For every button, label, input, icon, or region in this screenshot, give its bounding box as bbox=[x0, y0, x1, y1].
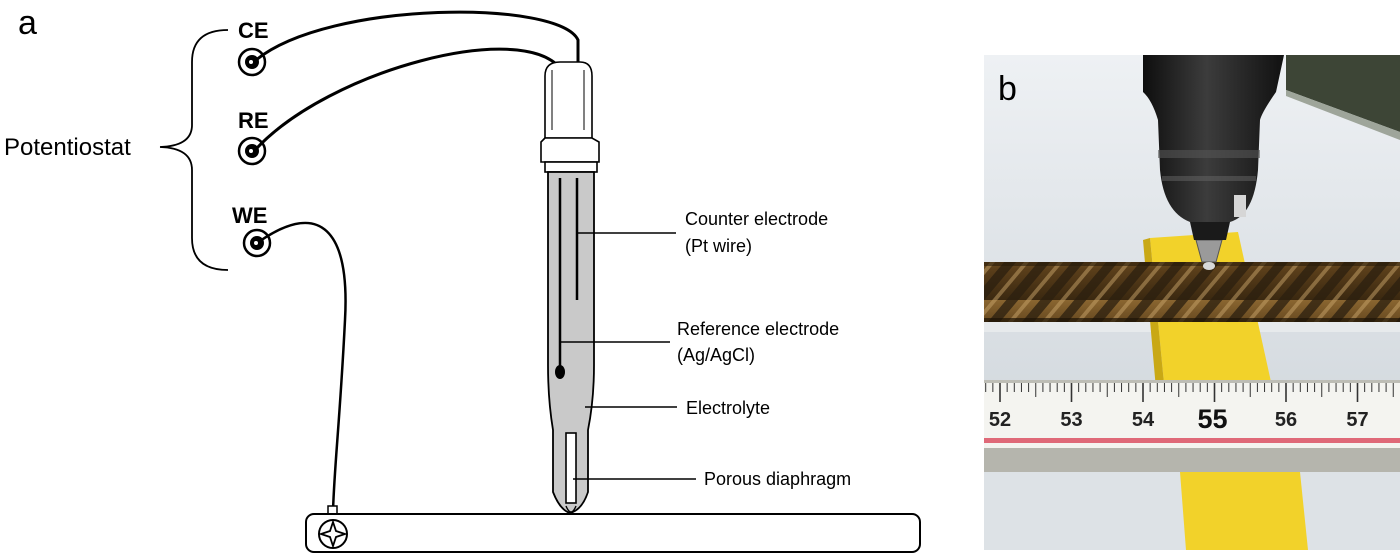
ruler-number: 54 bbox=[1132, 409, 1155, 431]
reference-callout-line2: (Ag/AgCl) bbox=[677, 345, 755, 365]
panel-b-photo: 52 53 54 55 56 57 bbox=[984, 55, 1400, 550]
ruler-ticks bbox=[985, 383, 1394, 402]
panel-a: a Potentiostat CE RE WE bbox=[4, 4, 921, 553]
potentiostat-brace bbox=[159, 29, 229, 271]
panel-b-label: b bbox=[998, 70, 1017, 108]
counter-callout-line1: Counter electrode bbox=[685, 209, 828, 229]
ce-cable bbox=[255, 10, 580, 68]
counter-callout-line2: (Pt wire) bbox=[685, 236, 752, 256]
ruler-labels: 52 53 54 55 56 57 bbox=[989, 404, 1369, 434]
ruler-number: 56 bbox=[1275, 409, 1297, 431]
panel-a-label: a bbox=[18, 4, 37, 42]
ruler-number: 57 bbox=[1346, 409, 1368, 431]
potentiostat-label: Potentiostat bbox=[4, 134, 131, 161]
reference-callout-line1: Reference electrode bbox=[677, 319, 839, 339]
re-cable bbox=[254, 47, 562, 151]
electrode-probe bbox=[540, 61, 600, 514]
ruler-number: 55 bbox=[1197, 404, 1227, 434]
terminal-ce-label: CE bbox=[238, 18, 269, 43]
electrolyte-callout-text: Electrolyte bbox=[686, 398, 770, 418]
terminal-we-label: WE bbox=[232, 203, 267, 228]
we-cable bbox=[259, 221, 347, 513]
specimen-bar bbox=[305, 513, 921, 553]
screw-icon bbox=[318, 519, 348, 549]
probe-head bbox=[1143, 55, 1284, 240]
reference-electrode-tip bbox=[555, 365, 565, 379]
terminal-ce-icon bbox=[237, 47, 267, 77]
porous-diaphragm bbox=[565, 432, 577, 504]
diaphragm-callout-text: Porous diaphragm bbox=[704, 469, 851, 489]
ruler-number: 52 bbox=[989, 409, 1011, 431]
rebar bbox=[984, 262, 1400, 322]
ruler-number: 53 bbox=[1060, 409, 1082, 431]
terminal-we-icon bbox=[242, 228, 272, 258]
terminal-re-label: RE bbox=[238, 108, 269, 133]
